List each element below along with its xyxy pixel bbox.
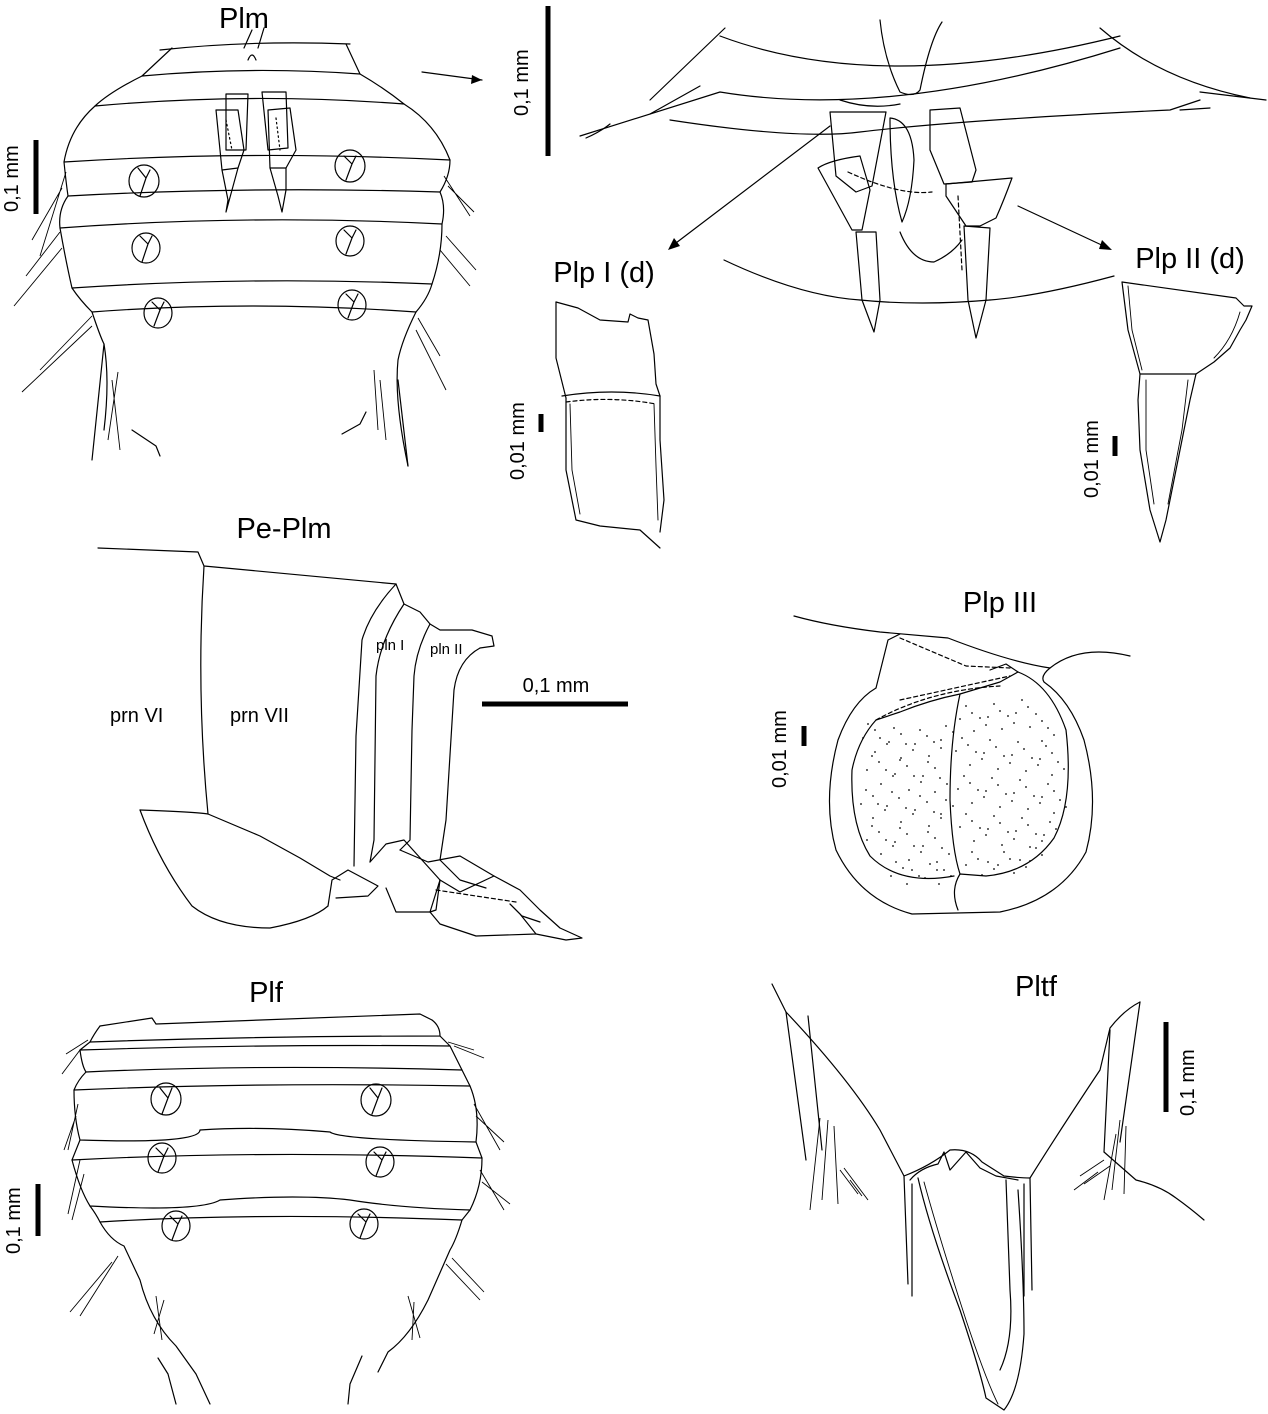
scale-label-pe-plm: 0,1 mm	[523, 675, 590, 697]
plf-drawing	[61, 1013, 511, 1405]
arrow-to-plp2	[1017, 205, 1109, 249]
arrow-plm-to-detail	[421, 71, 483, 84]
panel-label-plp3: Plp III	[963, 587, 1037, 619]
segment-label-pln2: pln II	[430, 641, 463, 658]
scale-label-plp2: 0,01 mm	[1081, 420, 1103, 498]
scale-label-plf: 0,1 mm	[3, 1187, 25, 1254]
panel-label-plf: Plf	[249, 977, 284, 1009]
plp3-drawing	[793, 615, 1131, 915]
scale-label-plm: 0,1 mm	[1, 145, 23, 212]
panel-plm: Plm 0,1 mm	[1, 3, 477, 467]
arrowhead-to-plp2	[1099, 240, 1112, 250]
scale-label-pltf: 0,1 mm	[1177, 1049, 1199, 1116]
scale-label-plp3: 0,01 mm	[769, 710, 791, 788]
panel-label-plp1: Plp I (d)	[553, 257, 655, 289]
panel-plp1: Plp I (d) 0,01 mm	[507, 257, 665, 549]
panel-plp3: Plp III 0,01 mm	[769, 587, 1131, 915]
panel-pltf: Pltf 0,1 mm	[771, 971, 1205, 1411]
arrowhead-to-plp1	[668, 238, 680, 250]
panel-pe-plm: Pe-Plm 0,1 mm prn VI prn VII pln I pln I…	[97, 513, 628, 941]
panel-label-pltf: Pltf	[1015, 971, 1058, 1003]
panel-label-plm: Plm	[219, 3, 269, 35]
plp3-stippling	[860, 699, 1067, 885]
plp1-drawing	[555, 301, 665, 549]
pltf-drawing	[771, 983, 1205, 1411]
plm-detail-drawing	[579, 19, 1267, 339]
panel-plf: Plf 0,1 mm	[3, 977, 511, 1405]
panel-label-pe-plm: Pe-Plm	[236, 513, 331, 545]
plm-drawing	[13, 27, 477, 467]
panel-plp2: Plp II (d) 0,01 mm	[1081, 243, 1253, 543]
segment-label-pln1: pln I	[376, 637, 404, 654]
panel-plm-detail: 0,1 mm	[511, 6, 1267, 339]
panel-label-plp2: Plp II (d)	[1135, 243, 1245, 275]
segment-label-prn7: prn VII	[230, 705, 289, 727]
plp2-drawing	[1121, 281, 1253, 543]
pe-plm-drawing	[97, 547, 583, 941]
scale-label-plp1: 0,01 mm	[507, 402, 529, 480]
arrow-to-plp1	[671, 125, 831, 247]
segment-label-prn6: prn VI	[110, 705, 163, 727]
scale-label-plm-detail: 0,1 mm	[511, 49, 533, 116]
